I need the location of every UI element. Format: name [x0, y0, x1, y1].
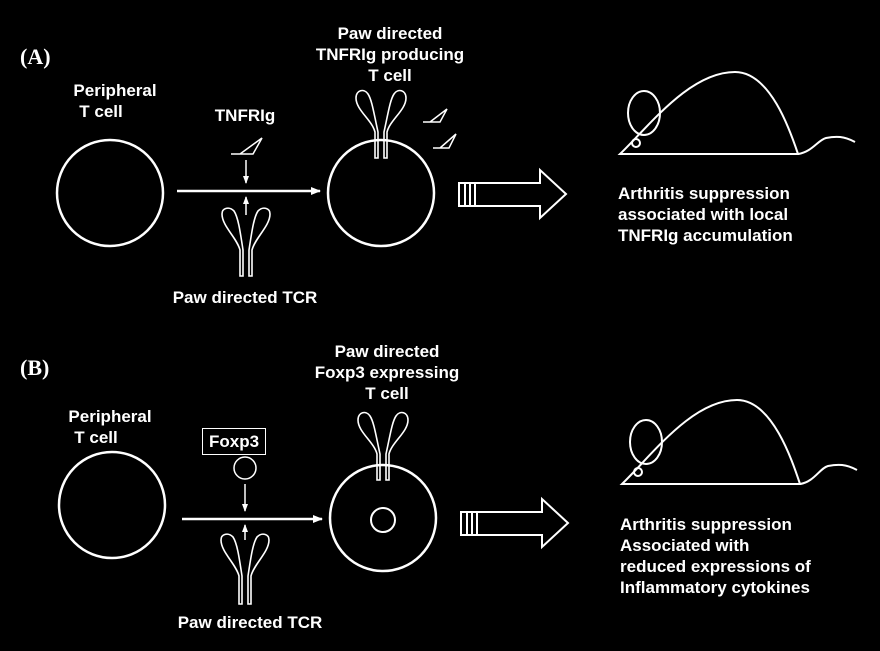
- outcome-line1-b: Arthritis suppression: [620, 515, 792, 534]
- paw-directed-tcr-label-b: Paw directed TCR: [177, 613, 323, 632]
- product-label-line1-b: Paw directed: [334, 342, 440, 361]
- foxp3-molecule-icon: [233, 456, 257, 480]
- outcome-label-a: Arthritis suppression associated with lo…: [618, 183, 793, 246]
- foxp3-expressing-t-cell: [328, 463, 438, 573]
- panel-label-b: (B): [20, 355, 50, 380]
- tcr-receptor-icon-a: [221, 207, 271, 277]
- tnfrig-producing-t-cell: [326, 138, 436, 248]
- panel-label-a: (A): [20, 44, 51, 69]
- tnfrig-molecule-icon: [231, 137, 263, 155]
- outcome-line2-b: Associated with: [620, 536, 750, 555]
- outcome-line2-a: associated with local: [618, 205, 789, 224]
- peripheral-t-cell-a: [55, 138, 165, 248]
- tnfrig-secreted-icon-1: [423, 108, 448, 123]
- peripheral-t-cell-label-a: Peripheral T cell: [55, 80, 175, 122]
- block-arrow-a: [458, 167, 568, 221]
- product-label-line1-a: Paw directed: [337, 24, 443, 43]
- tnfrig-producing-t-cell-label: Paw directed TNFRIg producing T cell: [290, 23, 490, 86]
- tnfrig-secreted-icon-2: [433, 133, 457, 149]
- mouse-icon-b: [619, 398, 858, 485]
- tcr-receptor-icon-a-product: [355, 89, 407, 159]
- product-label-line3-a: T cell: [368, 66, 412, 85]
- paw-directed-tcr-label-a: Paw directed TCR: [172, 288, 318, 307]
- peripheral-label-line2-b: T cell: [74, 428, 118, 447]
- foxp3-expressing-t-cell-label: Paw directed Foxp3 expressing T cell: [297, 341, 477, 404]
- mouse-icon-a: [617, 70, 856, 155]
- peripheral-t-cell-b: [57, 450, 167, 560]
- outcome-line1-a: Arthritis suppression: [618, 184, 790, 203]
- block-arrow-b: [460, 496, 570, 550]
- peripheral-t-cell-label-b: Peripheral T cell: [50, 406, 170, 448]
- product-label-line3-b: T cell: [365, 384, 409, 403]
- tcr-receptor-icon-b: [220, 533, 270, 605]
- foxp3-expressing-t-cell-nucleus: [370, 507, 396, 533]
- peripheral-label-line1-b: Peripheral: [68, 407, 152, 426]
- foxp3-label-box: Foxp3: [202, 428, 267, 455]
- outcome-line4-b: Inflammatory cytokines: [620, 578, 810, 597]
- tnfrig-label: TNFRIg: [214, 106, 276, 125]
- outcome-label-b: Arthritis suppression Associated with re…: [620, 514, 811, 598]
- peripheral-label-line1-a: Peripheral: [73, 81, 157, 100]
- product-label-line2-b: Foxp3 expressing: [314, 363, 460, 382]
- product-label-line2-a: TNFRIg producing: [315, 45, 465, 64]
- outcome-line3-a: TNFRIg accumulation: [618, 226, 793, 245]
- tcr-receptor-icon-b-product: [357, 411, 409, 481]
- outcome-line3-b: reduced expressions of: [620, 557, 811, 576]
- peripheral-label-line2-a: T cell: [79, 102, 123, 121]
